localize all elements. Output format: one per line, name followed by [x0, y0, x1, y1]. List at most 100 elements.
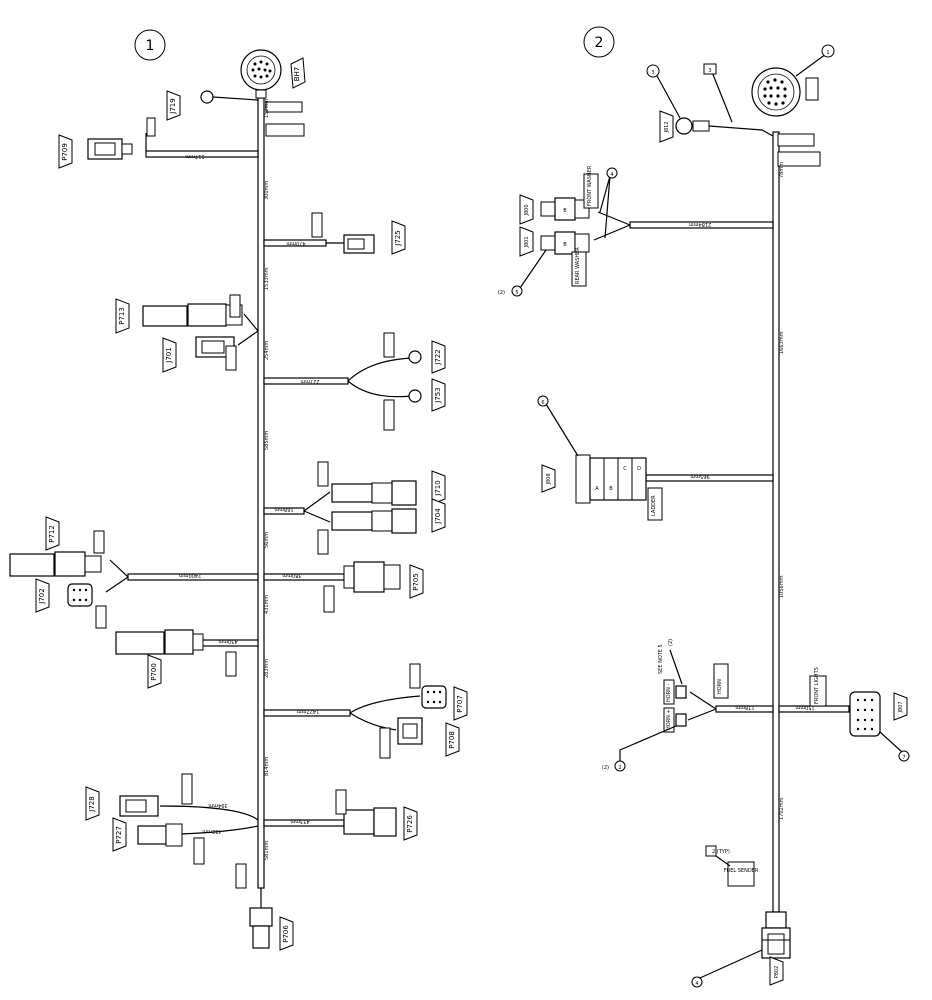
see-note-qty: (2)	[668, 639, 674, 646]
p705-label: P705	[412, 573, 420, 591]
svg-text:FUEL SENDER: FUEL SENDER	[724, 868, 759, 874]
front-lights-connector	[849, 691, 881, 737]
p700-length: 430mm	[218, 638, 237, 644]
svg-text:3: 3	[651, 70, 654, 76]
trunk-length: 254mm	[264, 341, 270, 360]
j722-label: J722	[434, 349, 442, 365]
p712-connector	[9, 551, 102, 577]
p709-label: P709	[61, 143, 69, 161]
p713-label: P713	[118, 307, 126, 325]
svg-text:REAR WASHER: REAR WASHER	[575, 247, 581, 284]
svg-text:FRONT LIGHTS: FRONT LIGHTS	[814, 667, 820, 704]
trunk-length: 1533mm	[264, 267, 270, 290]
svg-text:FRONT WASHER: FRONT WASHER	[587, 165, 593, 206]
p706-connector	[249, 907, 273, 949]
trunk-length: 814mm	[264, 757, 270, 776]
p709-length: 517mm	[185, 153, 204, 159]
j812-ring-terminal	[675, 117, 693, 135]
j719-ring-terminal	[200, 90, 259, 104]
j710-length: 168mm	[274, 506, 293, 512]
trunk-length: 152mm	[264, 99, 270, 118]
j728-label: J728	[88, 796, 96, 812]
svg-text:HORN -: HORN -	[666, 684, 672, 702]
j710-j704-branch	[303, 491, 331, 523]
svg-text:B: B	[563, 208, 567, 214]
ladder-tag	[647, 487, 663, 521]
svg-text:HORN +: HORN +	[666, 709, 672, 730]
p712-length: 2400mm	[179, 572, 202, 578]
p726-connector	[343, 807, 397, 837]
front-washer-tag	[583, 173, 599, 209]
p713-j701-branch	[237, 313, 259, 346]
j728-length: 394mm	[208, 802, 227, 808]
j702-connector	[67, 583, 93, 607]
trunk-length: 300mm	[264, 181, 270, 200]
j807-label: J807	[898, 701, 904, 713]
rear-washer-tag	[571, 251, 587, 287]
j800-label: J800	[524, 204, 530, 216]
trunk-length: 283mm	[264, 659, 270, 678]
svg-text:3: 3	[708, 68, 711, 74]
svg-text:7: 7	[902, 755, 905, 761]
qty-label-2: (2)	[602, 765, 609, 771]
j728-connector	[119, 795, 159, 817]
j812-label: J812	[664, 121, 670, 133]
round-connector-top	[751, 67, 801, 117]
trunk-length: 1663mm	[779, 331, 785, 354]
front-lights-length: 150mm	[795, 704, 814, 710]
ref-box-3	[703, 63, 717, 75]
p700-connector	[115, 629, 204, 655]
ladder-length: 965mm	[690, 473, 709, 479]
view-2-trunk	[772, 131, 780, 913]
p726-length: 433mm	[290, 818, 309, 824]
view-1-number: 1	[146, 38, 155, 54]
p709-connector	[87, 138, 133, 160]
p802-connector	[761, 911, 791, 959]
p705-length: 380mm	[282, 572, 301, 578]
svg-text:6: 6	[541, 400, 544, 406]
p708-label: P708	[448, 731, 456, 749]
svg-text:5: 5	[515, 290, 518, 296]
view-2: 2 1 3 3 J812	[498, 26, 910, 988]
j725-length: 470mm	[286, 240, 305, 246]
typ-note: 2 (TYP)	[712, 849, 730, 855]
bh7-marker-box	[265, 123, 305, 137]
trunk-length: 431mm	[264, 595, 270, 614]
p706-label: P706	[282, 925, 290, 943]
callout-5	[511, 285, 523, 297]
svg-text:B: B	[609, 486, 613, 492]
trunk-length: 585mm	[264, 431, 270, 450]
j701-label: J701	[165, 347, 173, 363]
fuel-sender-tag	[727, 861, 755, 887]
p802-label: P802	[774, 966, 780, 979]
j808-label: J808	[546, 473, 552, 485]
j722-length: 227mm	[300, 378, 319, 384]
p726-label: P726	[406, 815, 414, 833]
view-1: 1 BH7 J719	[9, 29, 468, 951]
horn-minus-terminal	[675, 685, 687, 699]
front-washer-connector: B	[540, 197, 576, 221]
p700-label: P700	[150, 663, 158, 681]
p713-connector	[142, 303, 243, 327]
j704-label: J704	[434, 508, 442, 525]
j710-label: J710	[434, 480, 442, 496]
callout-4b	[691, 976, 703, 988]
j704-connector	[331, 508, 417, 534]
trunk-length: 56mm	[264, 532, 270, 548]
view-2-number-circle	[583, 26, 615, 58]
round-connector-tag	[805, 77, 819, 101]
j725-connector	[343, 234, 375, 254]
callout-6	[537, 395, 549, 407]
j719-label: J719	[169, 98, 177, 114]
callout-2	[614, 760, 626, 772]
trunk-length: 1702mm	[779, 797, 785, 820]
bh7-note-box	[265, 101, 303, 113]
ladder-connector: A B C D	[575, 454, 647, 504]
p707-length: 1427mm	[297, 708, 320, 714]
j753-label: J753	[434, 387, 442, 403]
svg-text:B: B	[563, 242, 567, 248]
p712-label: P712	[48, 525, 56, 543]
rear-washer-connector: B	[540, 231, 576, 255]
